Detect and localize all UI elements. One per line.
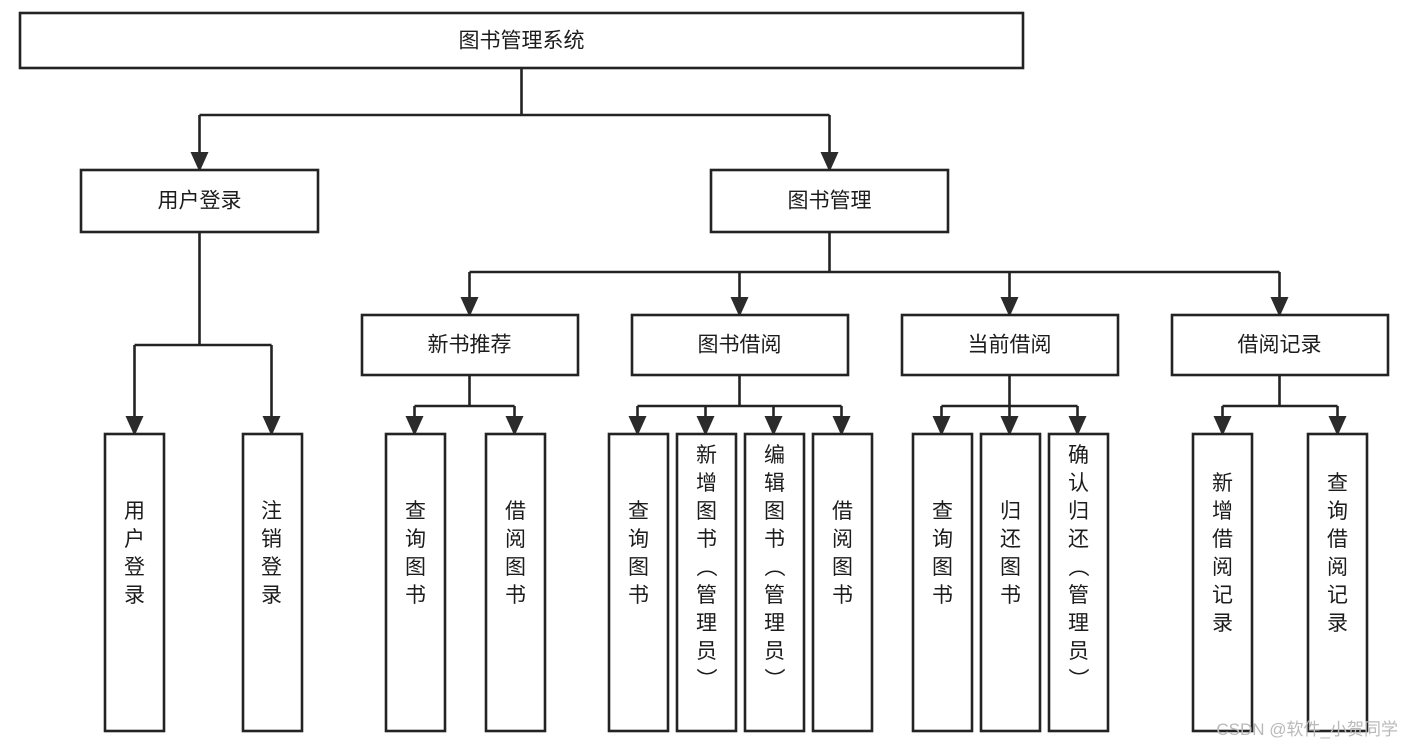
node-label-new-book-recommend: 新书推荐 [428,334,512,357]
leaf-label-new-book-2: 借阅图书 [505,500,526,607]
leaf-borrow-record-2[interactable]: 查询借阅记录 [1306,432,1369,733]
leaf-new-book-recommend-2[interactable]: 借阅图书 [484,432,547,733]
node-label-borrow-record: 借阅记录 [1238,334,1322,357]
node-label-book-borrow: 图书借阅 [698,334,782,357]
connectors-borrow-record-to-leaves [1221,375,1339,416]
connectors-current-borrow-to-leaves [940,375,1079,416]
leaf-label-new-book-1: 查询图书 [405,500,426,607]
node-label-current-borrow: 当前借阅 [968,334,1052,357]
node-book-management[interactable]: 图书管理 [709,168,950,234]
leaf-label-current-borrow-3: 确认归还（管理员） [1068,444,1090,691]
leaf-user-login-2[interactable]: 注销登录 [241,432,304,733]
connectors-book-management-to-level3 [468,232,1281,297]
leaf-current-borrow-2[interactable]: 归还图书 [979,432,1042,733]
leaf-book-borrow-1[interactable]: 查询图书 [607,432,670,733]
connectors-user-login-to-leaves [133,232,273,416]
node-label-user-login: 用户登录 [158,190,242,213]
leaf-label-current-borrow-2: 归还图书 [1000,500,1021,607]
leaf-label-current-borrow-1: 查询图书 [932,500,953,607]
node-library-system-root[interactable]: 图书管理系统 [18,11,1025,70]
leaf-borrow-record-1[interactable]: 新增借阅记录 [1191,432,1254,733]
node-borrow-record[interactable]: 借阅记录 [1170,313,1390,377]
csdn-watermark: CSDN @软件_小贺同学 [1216,720,1398,739]
leaf-book-borrow-3[interactable]: 编辑图书（管理员） [743,432,806,733]
leaf-label-book-borrow-3: 编辑图书（管理员） [764,444,786,691]
node-user-login[interactable]: 用户登录 [79,168,320,234]
leaf-new-book-recommend-1[interactable]: 查询图书 [384,432,447,733]
connectors-new-book-recommend-to-leaves [413,375,516,416]
node-label-book-management: 图书管理 [788,190,872,213]
leaf-label-book-borrow-4: 借阅图书 [832,500,853,607]
leaf-book-borrow-2[interactable]: 新增图书（管理员） [675,432,738,733]
leaf-label-book-borrow-2: 新增图书（管理员） [696,444,718,691]
leaf-label-user-login-2: 注销登录 [261,500,282,607]
connectors-book-borrow-to-leaves [636,375,843,416]
leaf-current-borrow-3[interactable]: 确认归还（管理员） [1047,432,1110,733]
connectors-root-to-level2 [198,68,831,152]
node-new-book-recommend[interactable]: 新书推荐 [360,313,580,377]
leaf-user-login-1[interactable]: 用户登录 [103,432,166,733]
leaf-book-borrow-4[interactable]: 借阅图书 [811,432,874,733]
leaf-current-borrow-1[interactable]: 查询图书 [911,432,974,733]
leaf-label-user-login-1: 用户登录 [124,500,145,607]
leaf-label-borrow-record-1: 新增借阅记录 [1212,472,1233,635]
node-label-root: 图书管理系统 [459,30,585,53]
leaf-label-borrow-record-2: 查询借阅记录 [1327,472,1348,635]
node-current-borrow[interactable]: 当前借阅 [900,313,1120,377]
node-book-borrow[interactable]: 图书借阅 [630,313,850,377]
leaf-label-book-borrow-1: 查询图书 [628,500,649,607]
